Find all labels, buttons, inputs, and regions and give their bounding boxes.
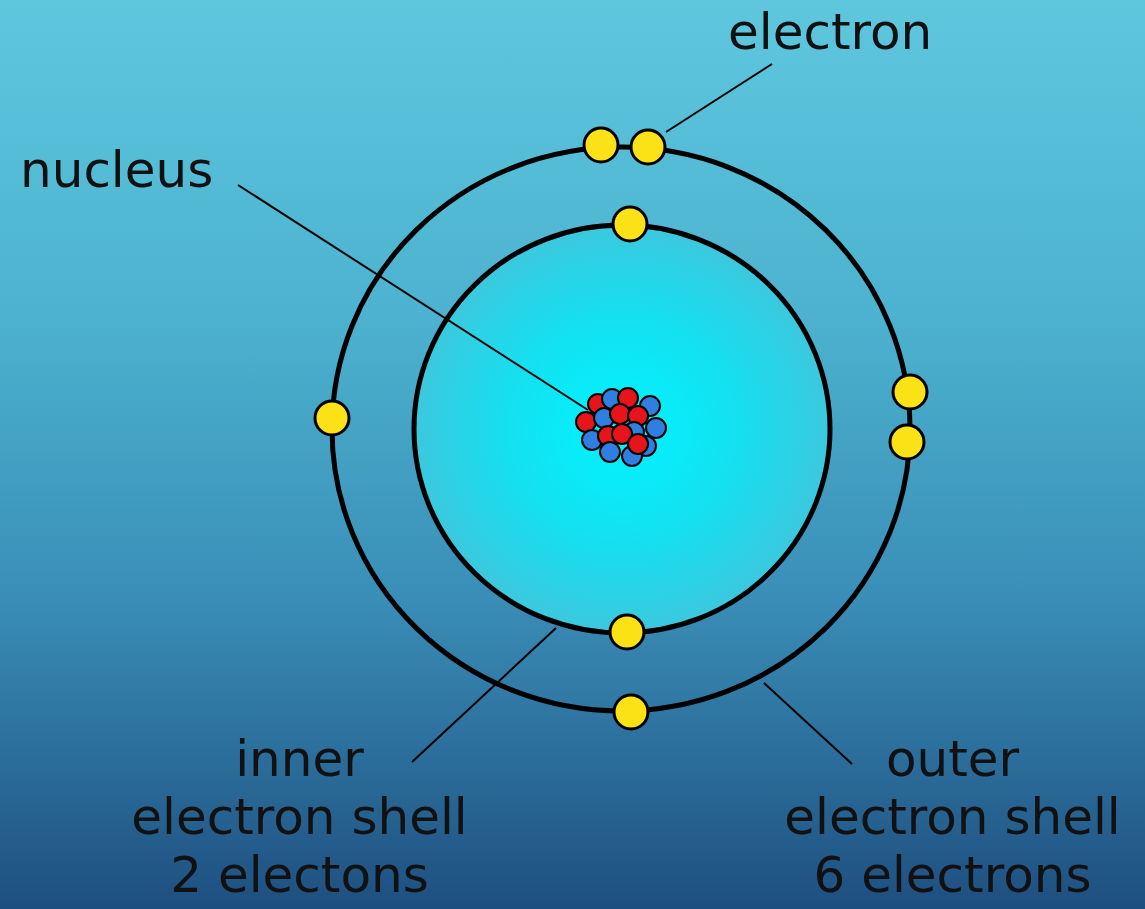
- leader-lines: [238, 64, 852, 764]
- nucleus-label: nucleus: [20, 141, 213, 199]
- inner-shell: [414, 225, 830, 633]
- electron-label: electron: [728, 3, 932, 61]
- outer-shell-label: outer electron shell 6 electrons: [781, 730, 1124, 904]
- outer-shell: [332, 147, 910, 711]
- inner-shell-label: inner electron shell 2 electons: [128, 730, 471, 904]
- nucleus-cluster: [576, 388, 666, 466]
- electrons: [315, 128, 927, 729]
